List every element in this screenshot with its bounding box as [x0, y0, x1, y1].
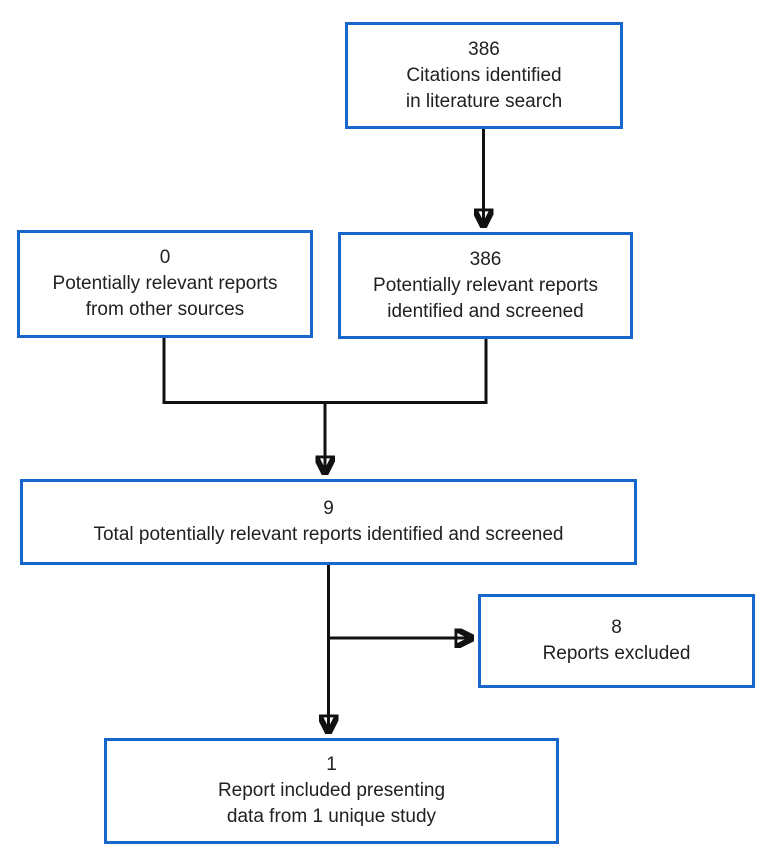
- node-included-label: Report included presenting data from 1 u…: [217, 780, 446, 827]
- node-excluded-value: 8: [611, 617, 622, 638]
- node-total-label: Total potentially relevant reports ident…: [93, 524, 564, 545]
- node-excluded: 8 Reports excluded: [478, 594, 755, 688]
- node-total: 9 Total potentially relevant reports ide…: [20, 479, 637, 565]
- node-other-sources: 0 Potentially relevant reports from othe…: [17, 230, 313, 338]
- node-other-sources-value: 0: [159, 247, 171, 268]
- node-screened-label: Potentially relevant reports identified …: [373, 274, 598, 322]
- node-screened-value: 386: [469, 248, 502, 270]
- node-total-value: 9: [323, 498, 334, 519]
- connector-merge: [162, 338, 488, 404]
- node-other-sources-label: Potentially relevant reports from other …: [52, 273, 278, 320]
- node-citations: 386 Citations identified in literature s…: [345, 22, 623, 129]
- node-citations-label: Citations identified in literature searc…: [405, 64, 563, 112]
- node-screened: 386 Potentially relevant reports identif…: [338, 232, 633, 339]
- node-citations-value: 386: [468, 38, 500, 60]
- node-included-value: 1: [326, 754, 337, 775]
- node-included: 1 Report included presenting data from 1…: [104, 738, 559, 844]
- node-excluded-label: Reports excluded: [542, 643, 691, 664]
